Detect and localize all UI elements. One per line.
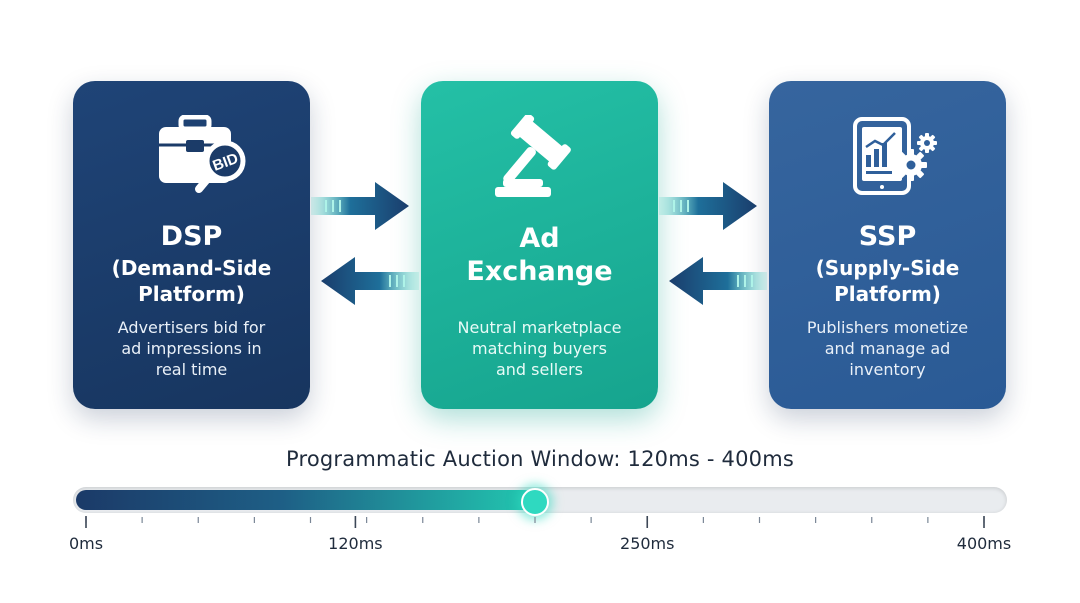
dsp-desc-line2: ad impressions in: [121, 339, 262, 358]
tick-label: 0ms: [68, 534, 104, 553]
timeline-title: Programmatic Auction Window: 120ms - 400…: [285, 447, 795, 471]
dsp-desc-line1: Advertisers bid for: [117, 318, 266, 337]
ssp-subtitle-line1: (Supply-Side: [815, 256, 960, 280]
dsp-title: DSP: [160, 221, 223, 252]
arrow-dsp-to-adx: [311, 182, 409, 230]
tick-label: 120ms: [328, 534, 383, 553]
tick-label: 400ms: [956, 534, 1012, 553]
ssp-desc-line3: inventory: [849, 360, 926, 379]
briefcase-bid-icon: BID: [73, 115, 310, 195]
adx-description: Neutral marketplace matching buyers and …: [435, 317, 644, 380]
ssp-desc-line1: Publishers monetize: [806, 318, 969, 337]
dsp-description: Advertisers bid for ad impressions in re…: [87, 317, 296, 380]
arrow-adx-to-ssp: [659, 182, 757, 230]
adx-title-line1: Ad: [519, 223, 560, 254]
ssp-description: Publishers monetize and manage ad invent…: [783, 317, 992, 380]
tick-label: 250ms: [620, 534, 675, 553]
dsp-subtitle-line2: Platform): [138, 282, 245, 306]
ssp-card: SSP (Supply-Side Platform) Publishers mo…: [769, 81, 1006, 409]
dsp-desc-line3: real time: [155, 360, 228, 379]
adx-desc-line2: matching buyers: [472, 339, 607, 358]
ssp-subtitle-line2: Platform): [834, 282, 941, 306]
timeline-progress-knob: [521, 488, 549, 516]
timeline-track: [73, 487, 1007, 516]
arrow-ssp-to-adx: [669, 257, 767, 305]
dsp-subtitle-line1: (Demand-Side: [111, 256, 272, 280]
gavel-icon: [421, 115, 658, 197]
adx-desc-line3: and sellers: [495, 360, 583, 379]
ad-exchange-card: Ad Exchange Neutral marketplace matching…: [421, 81, 658, 409]
ssp-desc-line2: and manage ad: [824, 339, 951, 358]
tablet-analytics-gears-icon: [769, 115, 1006, 195]
ssp-title: SSP: [858, 221, 917, 252]
timeline-progress-fill: [76, 490, 535, 510]
dsp-card: BID DSP (Demand-Side Platform) Advertise…: [73, 81, 310, 409]
arrow-adx-to-dsp: [321, 257, 419, 305]
adx-desc-line1: Neutral marketplace: [457, 318, 622, 337]
adx-title-line2: Exchange: [466, 256, 613, 287]
